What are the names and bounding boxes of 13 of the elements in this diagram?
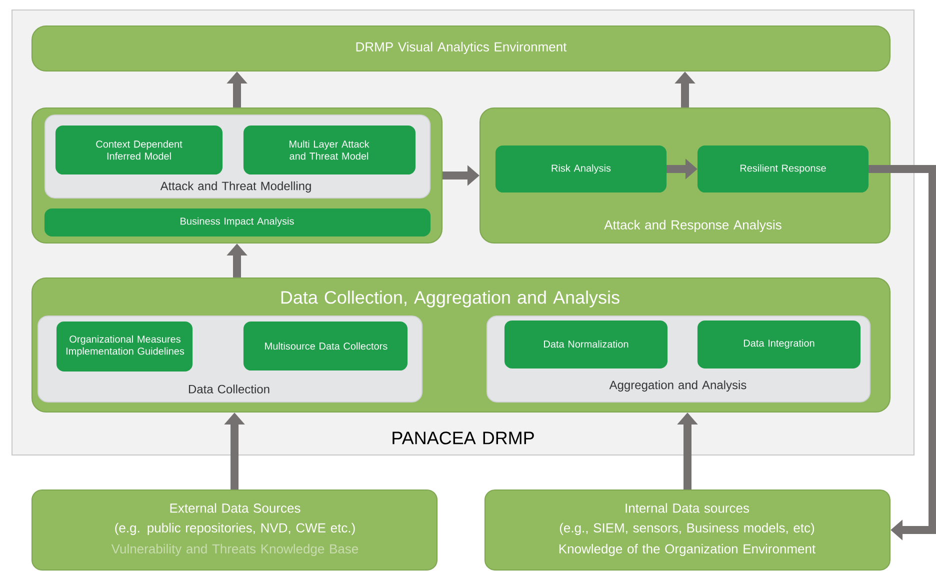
arrow: [868, 165, 936, 540]
component-box: Context Dependent Inferred Model: [55, 125, 223, 175]
module-box: DRMP Visual Analytics Environment: [31, 25, 891, 72]
component-box: Data Normalization: [504, 320, 668, 369]
component-box: Organizational Measures Implementation Guidelines: [56, 321, 193, 372]
component-box: Multi Layer Attack and Threat Model: [243, 125, 416, 175]
component-box: Risk Analysis: [495, 145, 667, 193]
component-box: Multisource Data Collectors: [243, 321, 408, 371]
source-box: External Data Sources (e.g. public repositories, NVD, CWE etc.) Vulnerability and Threats Knowledge Base: [31, 489, 438, 571]
component-box: Business Impact Analysis: [44, 208, 431, 237]
component-box: Data Integration: [697, 320, 861, 369]
source-box: Internal Data sources (e.g., SIEM, sensors, Business models, etc) Knowledge of the Organization Environment: [484, 489, 891, 571]
component-box: Resilient Response: [697, 145, 869, 193]
